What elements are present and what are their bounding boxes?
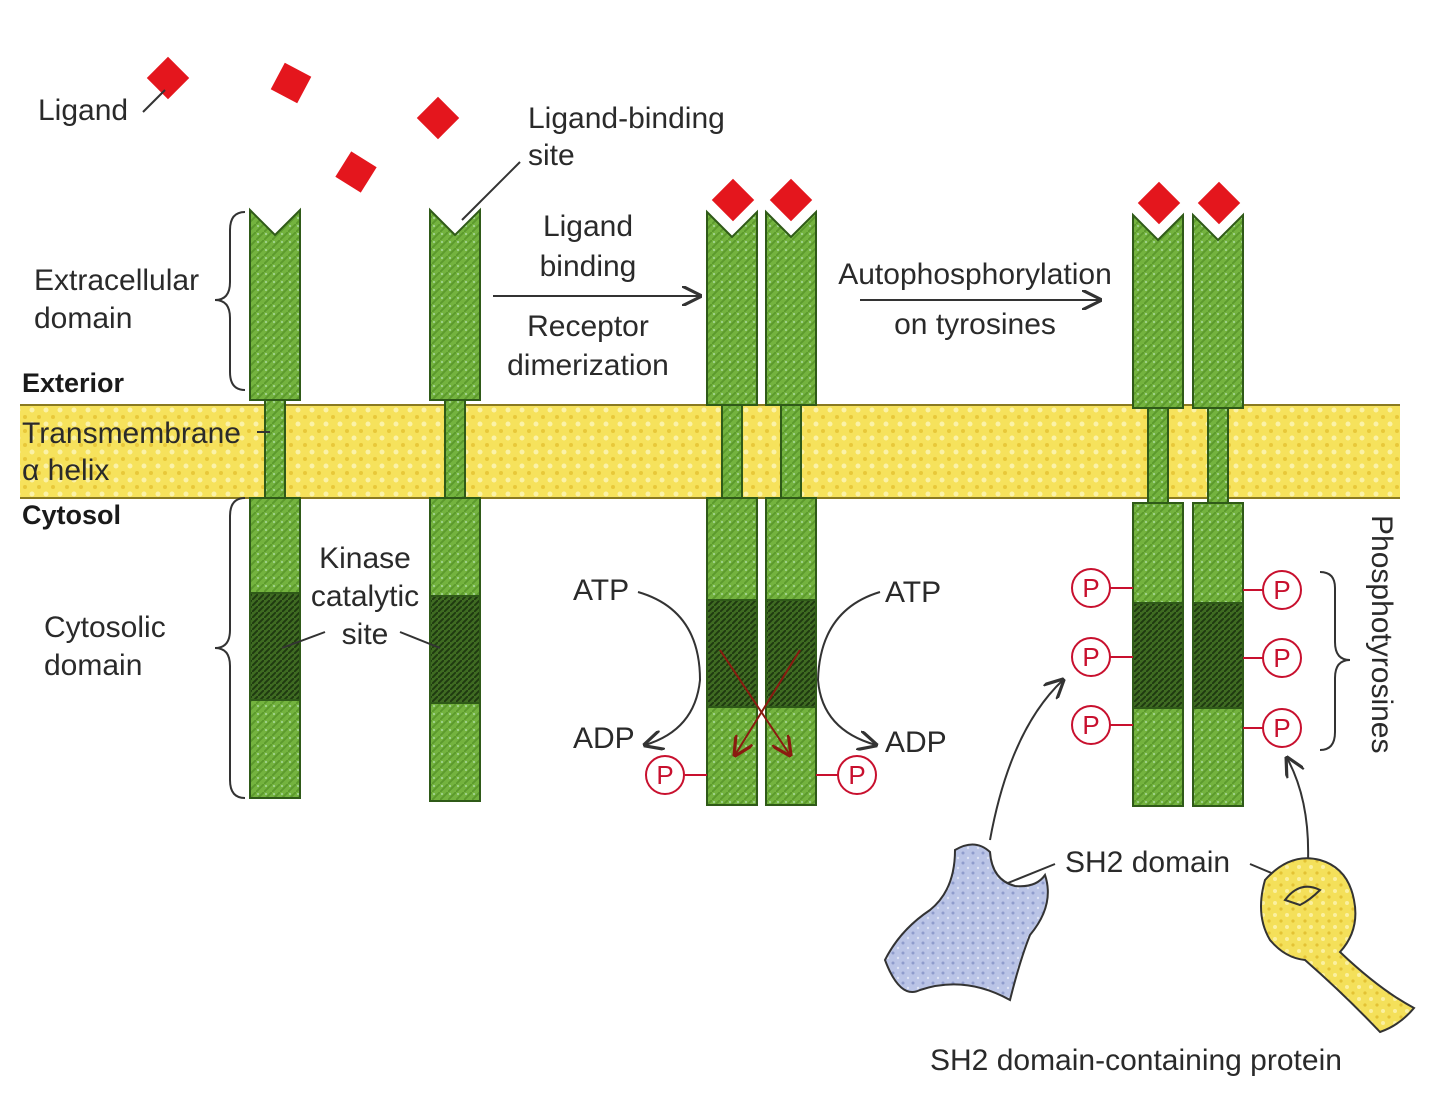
sh2-protein-label: SH2 domain-containing protein bbox=[930, 1044, 1342, 1077]
ligand-binding-site-label-line1: Ligand-binding bbox=[528, 102, 725, 135]
phosphate-group: P bbox=[1243, 570, 1302, 610]
svg-text:P: P bbox=[1273, 575, 1290, 605]
ligand-binding-site-label-line2: site bbox=[528, 139, 575, 172]
receptor-monomer-1 bbox=[249, 207, 301, 799]
brace-extracellular bbox=[214, 211, 246, 391]
svg-text:P: P bbox=[1082, 710, 1099, 740]
svg-text:P: P bbox=[1082, 573, 1099, 603]
sh2-protein-blue bbox=[883, 843, 1049, 1002]
receptor-dimer bbox=[706, 178, 817, 806]
bound-ligand bbox=[711, 178, 755, 222]
phosphotyrosine-set: P P P P P P bbox=[1071, 568, 1302, 748]
free-ligands bbox=[146, 56, 460, 193]
extracellular-domain-label-line1: Extracellular bbox=[34, 264, 199, 297]
bound-ligand bbox=[1197, 181, 1241, 225]
phosphate-group: P bbox=[1071, 637, 1133, 677]
step2-autophosphorylation-label: Autophosphorylation bbox=[838, 258, 1112, 291]
atp-label-left: ATP bbox=[573, 574, 629, 607]
kinase-label-line3: site bbox=[342, 618, 389, 651]
brace-cytosolic bbox=[214, 497, 246, 799]
receptor-monomer-2 bbox=[429, 207, 481, 802]
exterior-label: Exterior bbox=[22, 368, 125, 398]
cytosol-label: Cytosol bbox=[22, 500, 121, 530]
phosphate-group: P bbox=[1243, 638, 1302, 678]
ligand-label: Ligand bbox=[38, 94, 128, 127]
ligand-diamond bbox=[146, 56, 190, 100]
svg-text:P: P bbox=[1082, 642, 1099, 672]
leader-lines bbox=[142, 89, 521, 649]
phosphate-group: P bbox=[816, 755, 877, 795]
extracellular-domain-label-line2: domain bbox=[34, 302, 132, 335]
ligand-diamond bbox=[335, 151, 377, 193]
step1-dimerization-label: dimerization bbox=[507, 349, 669, 382]
transmembrane-label-line2: α helix bbox=[22, 454, 109, 487]
step2-tyrosines-label: on tyrosines bbox=[894, 308, 1056, 341]
cytosolic-domain-label-line1: Cytosolic bbox=[44, 611, 166, 644]
bound-ligand bbox=[1137, 181, 1181, 225]
step1-binding-label: binding bbox=[540, 250, 637, 283]
process-arrows bbox=[493, 296, 1310, 886]
atp-label-right: ATP bbox=[885, 576, 941, 609]
svg-text:P: P bbox=[1273, 713, 1290, 743]
cytosolic-domain-label-line2: domain bbox=[44, 649, 142, 682]
bound-ligand bbox=[769, 178, 813, 222]
step1-ligand-label: Ligand bbox=[543, 210, 633, 243]
phosphate-group: P bbox=[1071, 568, 1133, 608]
ligand-diamond bbox=[270, 62, 312, 104]
ligand-diamond bbox=[416, 96, 460, 140]
sh2-domain-label: SH2 domain bbox=[1065, 846, 1230, 879]
step1-receptor-label: Receptor bbox=[527, 310, 649, 343]
kinase-label-line1: Kinase bbox=[319, 542, 411, 575]
phosphate-group: P bbox=[1071, 705, 1133, 745]
phosphate-group: P bbox=[645, 755, 707, 795]
phosphate-group: P bbox=[1243, 708, 1302, 748]
phosphorylated-dimer bbox=[1132, 181, 1244, 807]
phosphate-label: P bbox=[848, 760, 865, 790]
phosphate-label: P bbox=[656, 760, 673, 790]
phosphotyrosines-label: Phosphotyrosines bbox=[1365, 515, 1398, 753]
adp-label-right: ADP bbox=[885, 726, 947, 759]
sh2-protein-yellow bbox=[1260, 857, 1416, 1034]
adp-label-left: ADP bbox=[573, 722, 635, 755]
transmembrane-label-line1: Transmembrane bbox=[22, 417, 241, 450]
svg-text:P: P bbox=[1273, 643, 1290, 673]
brace-phosphotyrosines bbox=[1319, 571, 1351, 751]
kinase-label-line2: catalytic bbox=[311, 580, 419, 613]
